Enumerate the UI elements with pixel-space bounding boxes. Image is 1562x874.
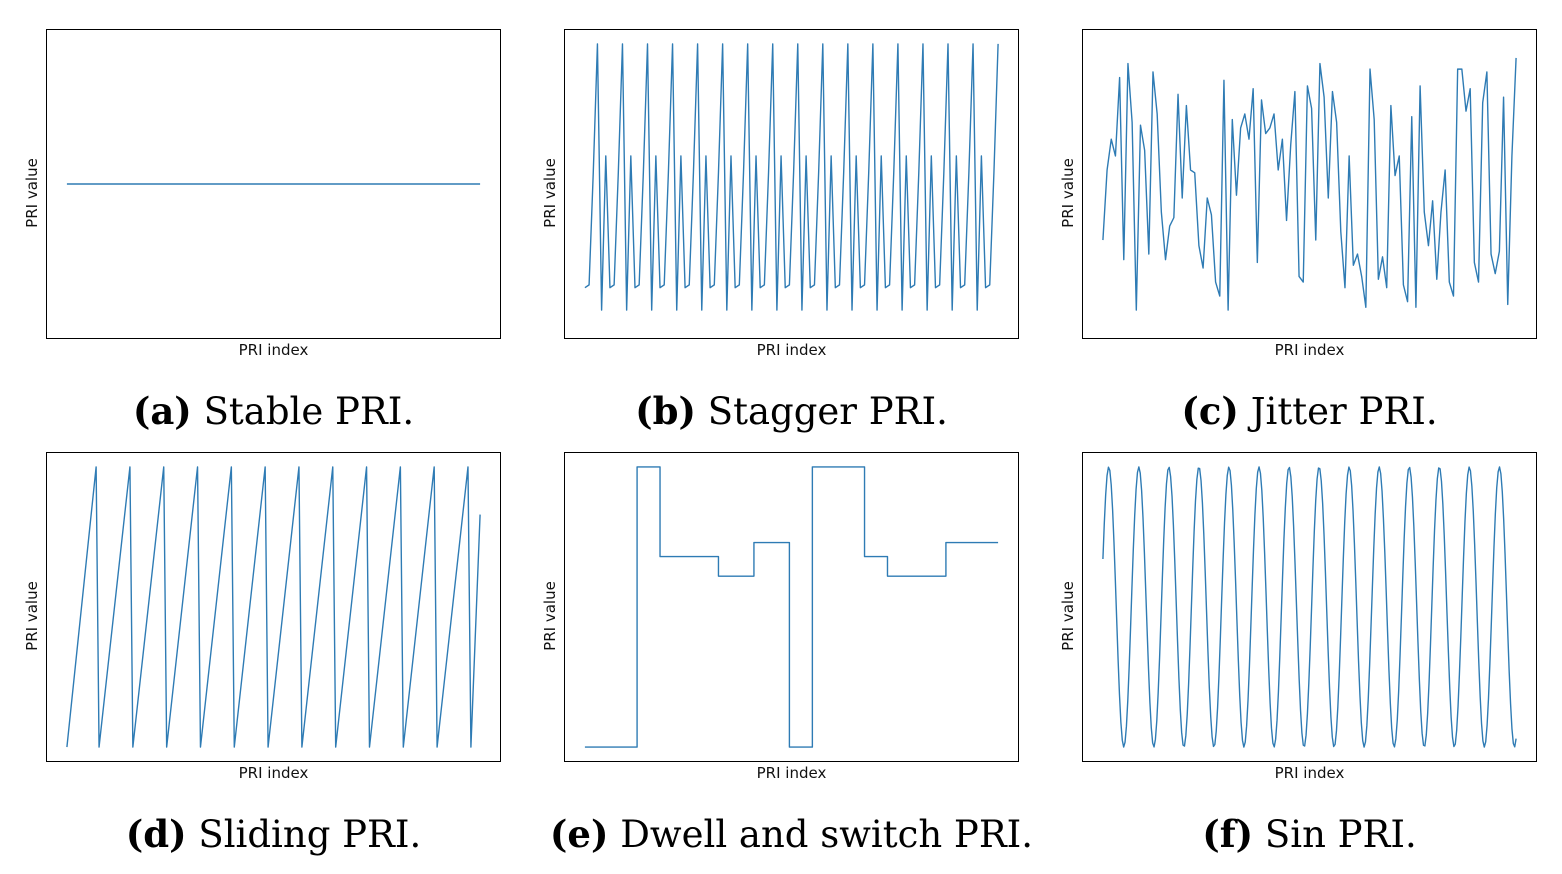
chart-svg-e (584, 466, 999, 748)
chart-svg-a (66, 183, 481, 185)
chart-panel-d: PRI value PRI index (d) Sliding PRI. (0, 423, 520, 856)
caption-tag-a: (a) (132, 389, 192, 433)
y-axis-label-d: PRI value (23, 581, 41, 651)
chart-svg-c (1102, 57, 1517, 311)
chart-panel-a: PRI value PRI index (a) Stable PRI. (0, 0, 520, 433)
caption-text-f: Sin PRI. (1264, 813, 1417, 856)
series-line-e (584, 466, 999, 748)
chart-panel-b: PRI value PRI index (b) Stagger PRI. (518, 0, 1038, 433)
x-axis-label-f: PRI index (1274, 764, 1345, 782)
caption-f: (f) Sin PRI. (1036, 810, 1562, 859)
caption-text-c: Jitter PRI. (1250, 390, 1438, 433)
chart-panel-e: PRI value PRI index (e) Dwell and switch… (518, 423, 1038, 856)
caption-tag-d: (d) (125, 812, 187, 856)
y-axis-label-a: PRI value (23, 158, 41, 228)
caption-text-a: Stable PRI. (203, 390, 415, 433)
x-axis-label-c: PRI index (1274, 341, 1345, 359)
caption-tag-f: (f) (1202, 812, 1254, 856)
series-line-c (1102, 57, 1517, 311)
caption-e: (e) Dwell and switch PRI. (518, 810, 1065, 859)
caption-c: (c) Jitter PRI. (1036, 387, 1562, 436)
y-axis-label-e: PRI value (541, 581, 559, 651)
plot-area-b (564, 29, 1019, 339)
x-axis-label-a: PRI index (238, 341, 309, 359)
plot-area-f (1082, 452, 1537, 762)
series-line-d (66, 466, 481, 748)
chart-svg-b (584, 43, 999, 311)
caption-text-e: Dwell and switch PRI. (620, 813, 1034, 856)
y-axis-label-b: PRI value (541, 158, 559, 228)
y-axis-label-c: PRI value (1059, 158, 1077, 228)
x-axis-label-b: PRI index (756, 341, 827, 359)
series-line-f (1102, 466, 1517, 748)
chart-svg-f (1102, 466, 1517, 748)
caption-text-d: Sliding PRI. (198, 813, 422, 856)
caption-tag-e: (e) (549, 812, 609, 856)
series-line-b (584, 43, 999, 311)
caption-b: (b) Stagger PRI. (518, 387, 1065, 436)
plot-area-a (46, 29, 501, 339)
caption-a: (a) Stable PRI. (0, 387, 547, 436)
caption-d: (d) Sliding PRI. (0, 810, 547, 859)
x-axis-label-d: PRI index (238, 764, 309, 782)
x-axis-label-e: PRI index (756, 764, 827, 782)
chart-svg-d (66, 466, 481, 748)
y-axis-label-f: PRI value (1059, 581, 1077, 651)
plot-area-e (564, 452, 1019, 762)
caption-text-b: Stagger PRI. (707, 390, 948, 433)
caption-tag-b: (b) (635, 389, 696, 433)
plot-area-c (1082, 29, 1537, 339)
caption-tag-c: (c) (1181, 389, 1239, 433)
chart-panel-c: PRI value PRI index (c) Jitter PRI. (1036, 0, 1556, 433)
chart-panel-f: PRI value PRI index (f) Sin PRI. (1036, 423, 1556, 856)
plot-area-d (46, 452, 501, 762)
